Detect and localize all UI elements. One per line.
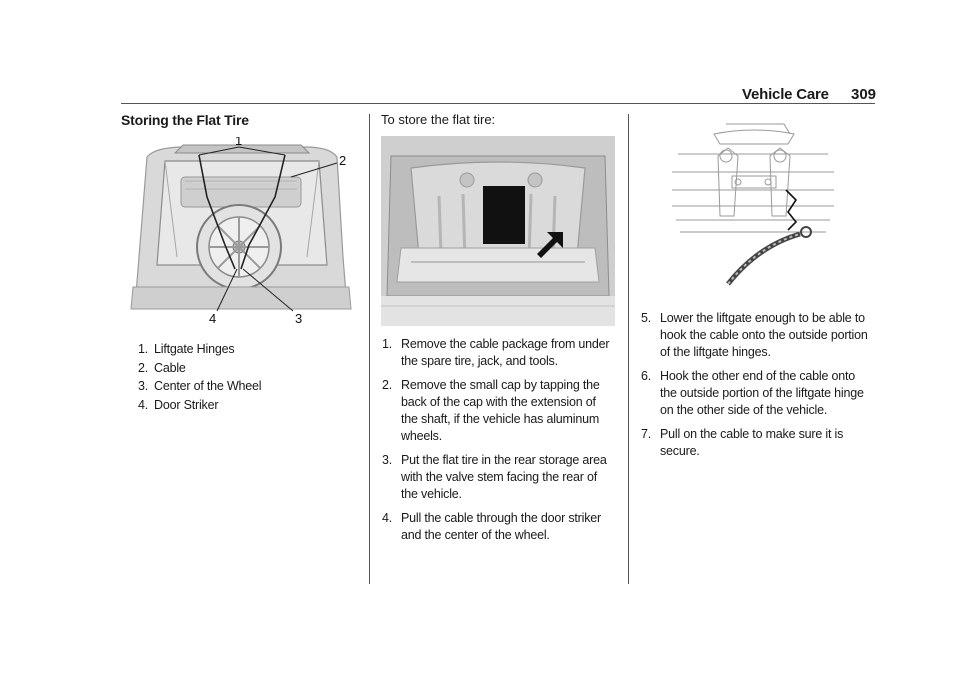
list-item: 7.Pull on the cable to make sure it is s… (641, 427, 844, 458)
section-title: Storing the Flat Tire (121, 112, 249, 128)
figure-rear-cargo-diagram: 1 2 3 4 (125, 137, 357, 327)
steps-list-5-7: 5.Lower the liftgate enough to be able t… (641, 310, 873, 467)
callout-1: 1 (235, 137, 242, 148)
rear-cargo-illustration: 1 2 3 4 (130, 137, 352, 326)
cargo-storage-illustration (381, 136, 615, 326)
page-number: 309 (851, 86, 877, 103)
steps-list-1-4: 1.Remove the cable package from under th… (382, 336, 614, 551)
list-item: 3.Put the flat tire in the rear storage … (382, 453, 607, 501)
legend-item: 4.Door Striker (138, 397, 219, 412)
figure-legend: 1.Liftgate Hinges 2.Cable 3.Center of th… (138, 340, 358, 414)
callout-3: 3 (295, 311, 302, 326)
list-item: 1.Remove the cable package from under th… (382, 337, 610, 368)
intro-text: To store the flat tire: (381, 112, 496, 127)
callout-2: 2 (339, 153, 346, 168)
figure-liftgate-hinge-diagram (668, 116, 838, 286)
list-item: 2.Remove the small cap by tapping the ba… (382, 378, 600, 443)
legend-item: 2.Cable (138, 360, 186, 375)
liftgate-hinge-illustration (672, 123, 834, 286)
list-item: 6.Hook the other end of the cable onto t… (641, 369, 864, 417)
list-item: 5.Lower the liftgate enough to be able t… (641, 311, 868, 359)
list-item: 4.Pull the cable through the door strike… (382, 511, 601, 542)
column-divider-left (369, 114, 370, 584)
figure-cargo-storage-photo (381, 136, 615, 326)
column-divider-right (628, 114, 629, 584)
legend-item: 3.Center of the Wheel (138, 379, 262, 393)
legend-item: 1.Liftgate Hinges (138, 342, 235, 356)
header-rule (121, 103, 875, 104)
running-header-section: Vehicle Care (742, 86, 829, 103)
callout-4: 4 (209, 311, 216, 326)
